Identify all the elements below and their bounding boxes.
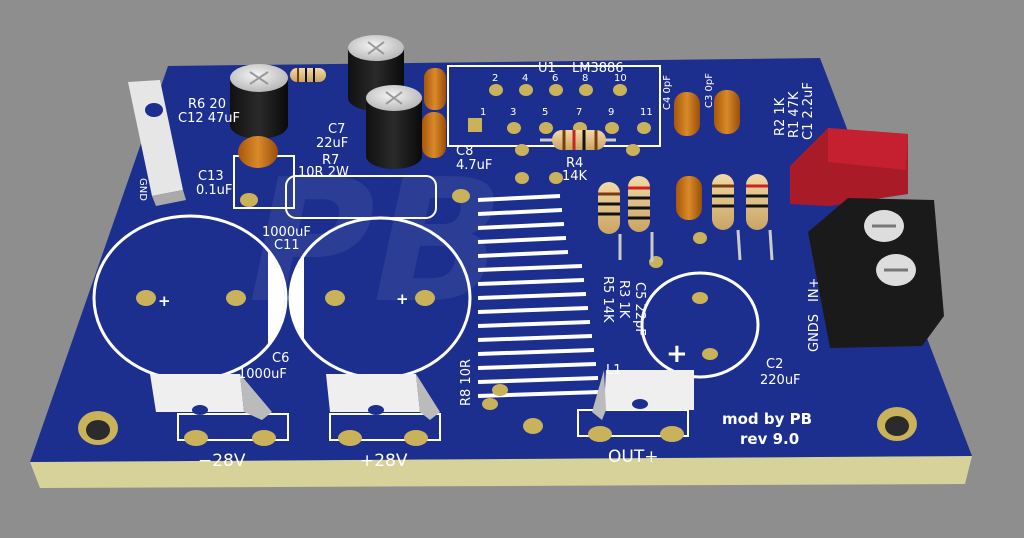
svg-text:9: 9 — [608, 107, 614, 118]
label-l1: L1 — [606, 363, 622, 378]
svg-text:4: 4 — [522, 73, 528, 84]
label-c7-value: 22uF — [316, 136, 348, 151]
label-ic-lm3886: LM3886 — [572, 61, 624, 76]
mounting-hole — [78, 411, 118, 445]
label-neg28v: −28V — [198, 451, 246, 471]
resistor-r8 — [598, 182, 620, 234]
pcb-edge — [30, 456, 972, 488]
label-c7: C7 — [328, 122, 345, 137]
heatsink-tab — [128, 80, 186, 206]
resistor-r6 — [290, 68, 326, 82]
label-c12: C12 47uF — [178, 111, 240, 126]
resistor-r3 — [712, 174, 734, 230]
label-c13-value: 0.1uF — [196, 183, 232, 198]
label-c6: C6 — [272, 351, 289, 366]
label-rev: rev 9.0 — [740, 430, 799, 448]
label-r7: R7 — [322, 153, 339, 168]
label-c8-value: 4.7uF — [456, 158, 492, 173]
label-r6: R6 20 — [188, 97, 226, 112]
spade-connector-neg28 — [150, 374, 276, 446]
label-in-plus: IN+ — [807, 278, 822, 302]
resistor-r2 — [746, 174, 768, 230]
ceramic-capacitor-c3 — [714, 90, 740, 134]
label-r4: R4 — [566, 156, 583, 171]
svg-text:8: 8 — [582, 73, 588, 84]
label-r3: R3 1K — [616, 280, 631, 319]
svg-text:11: 11 — [640, 107, 653, 118]
label-c4: C4 0pF — [662, 75, 673, 110]
svg-text:3: 3 — [510, 107, 516, 118]
label-r1: R1 47K — [787, 91, 802, 138]
label-c2: C2 — [766, 357, 783, 372]
label-r7-value: 10R 2W — [298, 165, 349, 180]
polarity-plus-c6: + — [396, 290, 409, 308]
label-r8: R8 10R — [459, 359, 474, 406]
mounting-hole — [877, 407, 917, 441]
polarity-plus-c11: + — [158, 292, 171, 310]
svg-text:7: 7 — [576, 107, 582, 118]
resistor-r7-footprint — [285, 175, 437, 219]
label-out-plus: OUT+ — [608, 447, 658, 467]
svg-text:10: 10 — [614, 73, 627, 84]
ceramic-capacitor-c9 — [424, 68, 446, 110]
label-c6-value: 1000uF — [238, 367, 287, 382]
ceramic-capacitor-c8 — [422, 112, 446, 158]
label-gnds: GNDS — [807, 314, 822, 352]
label-c1: C1 2.2uF — [801, 82, 816, 140]
resistor-r4 — [540, 130, 616, 150]
ceramic-capacitor-c5 — [676, 176, 702, 220]
svg-text:6: 6 — [552, 73, 558, 84]
label-c3: C3 0pF — [704, 73, 715, 108]
label-u1: U1 — [538, 61, 556, 76]
svg-text:5: 5 — [542, 107, 548, 118]
label-c11-value: 1000uF — [262, 225, 311, 240]
label-c5: C5 22pF — [632, 282, 647, 336]
pad-outline-neg28 — [177, 413, 289, 441]
label-c2-value: 220uF — [760, 373, 801, 388]
capacitor-c2-footprint — [640, 271, 760, 379]
polarity-plus-c2: + — [666, 339, 688, 369]
spade-connector-out — [588, 370, 694, 442]
spade-connector-pos28 — [326, 374, 440, 446]
pad-outline-pos28 — [329, 413, 441, 441]
input-terminal-block — [790, 128, 944, 348]
label-r5: R5 14K — [600, 276, 615, 323]
label-c11: C11 — [274, 238, 300, 253]
label-r4-value: 14K — [562, 169, 588, 184]
label-mod-by: mod by PB — [722, 410, 812, 428]
electrolytic-capacitor-c7 — [366, 85, 422, 169]
resistor-r5 — [628, 176, 650, 232]
label-pos28v: +28V — [360, 451, 408, 471]
label-c8: C8 — [456, 144, 473, 159]
solder-pads — [240, 144, 707, 434]
ic-pin-numbers: 2 4 6 8 10 1 3 5 7 9 11 — [480, 73, 653, 118]
svg-text:2: 2 — [492, 73, 498, 84]
svg-text:1: 1 — [480, 107, 486, 118]
label-c13: C13 — [198, 169, 224, 184]
label-r2: R2 1K — [773, 97, 788, 136]
ceramic-capacitor — [238, 136, 278, 168]
ceramic-capacitor-c4 — [674, 92, 700, 136]
electrolytic-capacitor-c12 — [230, 64, 288, 139]
resistor-leads — [618, 229, 774, 262]
label-gnd: GND — [137, 178, 148, 201]
